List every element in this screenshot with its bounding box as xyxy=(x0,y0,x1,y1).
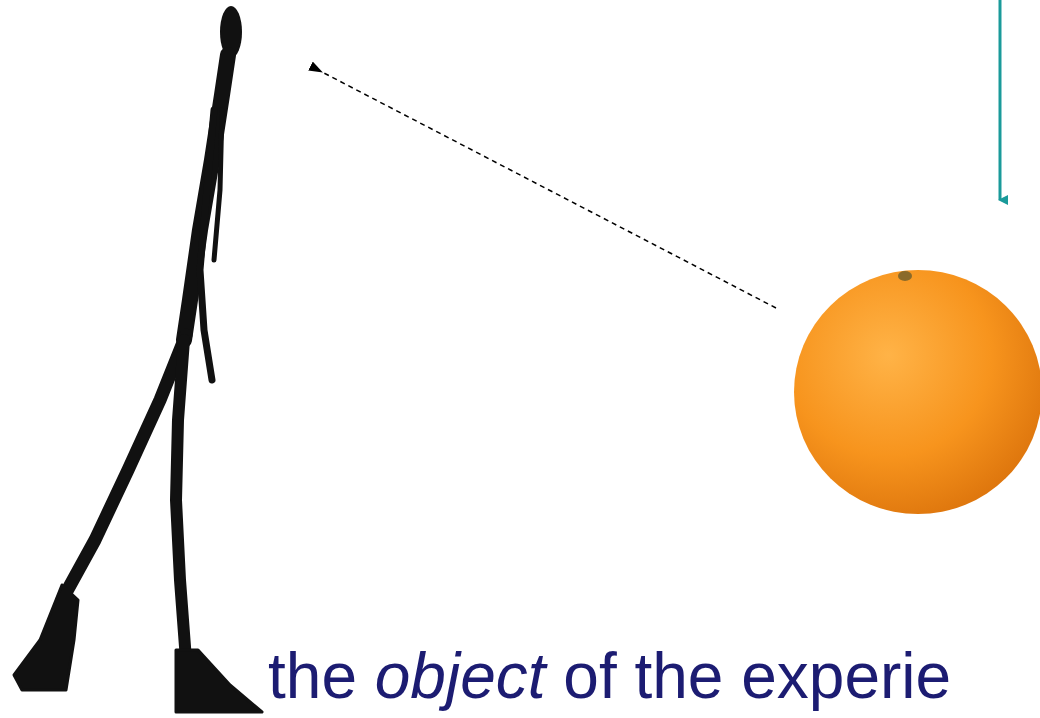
dashed-arrow xyxy=(322,72,776,308)
caption-line: the object of the experie xyxy=(268,644,951,708)
caption-text: of the experie xyxy=(563,640,951,712)
walking-man xyxy=(14,6,262,712)
teal-arrow xyxy=(999,0,1002,200)
orange xyxy=(794,270,1040,514)
caption-text: the xyxy=(268,640,357,712)
caption-text: object xyxy=(375,640,546,712)
